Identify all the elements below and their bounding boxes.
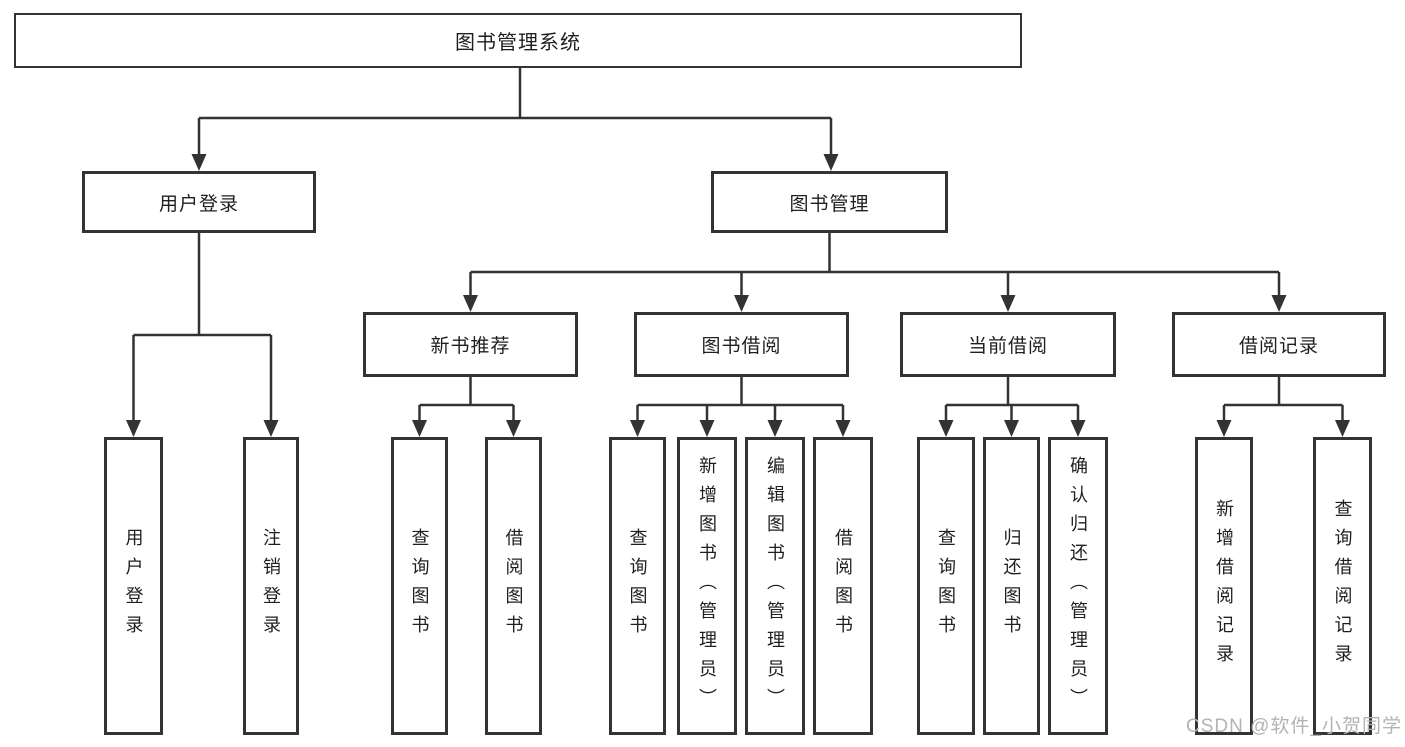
- leaf-borrow-books-recommend: 借阅图书: [485, 437, 542, 735]
- node-label: 新书推荐: [430, 336, 511, 357]
- leaf-logout: 注销登录: [243, 437, 299, 735]
- node-book-management: 图书管理: [711, 171, 948, 233]
- leaf-query-books-recommend: 查询图书: [391, 437, 448, 735]
- node-label: 查询借阅记录: [1332, 499, 1353, 673]
- node-label: 图书管理系统: [455, 32, 581, 54]
- node-label: 图书管理: [789, 193, 870, 215]
- node-book-borrow: 图书借阅: [634, 312, 849, 377]
- leaf-add-book-admin: 新增图书（管理员）: [677, 437, 737, 735]
- leaf-edit-book-admin: 编辑图书（管理员）: [745, 437, 805, 735]
- node-label: 用户登录: [158, 193, 239, 215]
- node-new-book-recommend: 新书推荐: [363, 312, 578, 377]
- node-borrow-records: 借阅记录: [1172, 312, 1386, 377]
- node-user-login-branch: 用户登录: [82, 171, 316, 233]
- leaf-add-borrow-record: 新增借阅记录: [1195, 437, 1253, 735]
- node-label: 查询图书: [627, 528, 648, 644]
- leaf-query-borrow-record: 查询借阅记录: [1313, 437, 1372, 735]
- node-label: 借阅图书: [503, 528, 524, 644]
- node-label: 用户登录: [123, 528, 144, 644]
- leaf-user-login: 用户登录: [104, 437, 163, 735]
- leaf-borrow-books: 借阅图书: [813, 437, 873, 735]
- node-current-borrow: 当前借阅: [900, 312, 1116, 377]
- node-label: 编辑图书（管理员）: [765, 455, 785, 717]
- node-label: 注销登录: [261, 528, 281, 644]
- node-label: 归还图书: [1001, 528, 1022, 644]
- leaf-return-book: 归还图书: [983, 437, 1040, 735]
- leaf-query-books-current: 查询图书: [917, 437, 975, 735]
- watermark: CSDN @软件_小贺同学: [1186, 716, 1402, 737]
- leaf-query-books-borrow: 查询图书: [609, 437, 666, 735]
- node-label: 新增借阅记录: [1214, 499, 1234, 673]
- node-label: 图书借阅: [701, 336, 782, 357]
- node-label: 当前借阅: [967, 336, 1048, 357]
- node-label: 借阅记录: [1238, 336, 1319, 357]
- node-label: 新增图书（管理员）: [697, 455, 717, 717]
- node-label: 查询图书: [409, 528, 430, 644]
- node-label: 确认归还（管理员）: [1068, 455, 1088, 717]
- node-label: 查询图书: [936, 528, 956, 644]
- node-root-library-system: 图书管理系统: [14, 13, 1022, 68]
- node-label: 借阅图书: [833, 528, 853, 644]
- leaf-confirm-return-admin: 确认归还（管理员）: [1048, 437, 1108, 735]
